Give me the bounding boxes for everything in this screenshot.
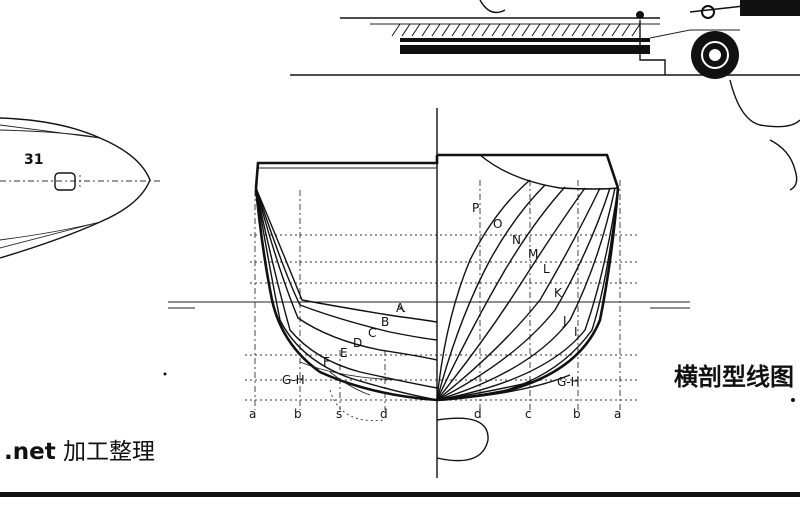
waterline-label-e: E: [340, 346, 348, 360]
station-label-j: J: [562, 314, 567, 328]
buttock-label-right-b: b: [573, 407, 581, 421]
station-label-i: I: [574, 325, 578, 339]
buttock-label-left-d: d: [380, 407, 388, 421]
buttock-label-right-c: c: [525, 407, 532, 421]
right-half-sections: [436, 153, 620, 402]
waterline-label-c: C: [368, 326, 376, 340]
frame-31-section: 31: [0, 117, 160, 259]
station-label-m: M: [528, 247, 538, 261]
buttock-label-right-d: d: [474, 407, 482, 421]
buttock-label-right-a: a: [614, 407, 621, 421]
buttock-labels: a b s d d c b a: [249, 407, 621, 421]
drawing-caption: 横剖型线图: [674, 363, 794, 391]
waterline-label-gh: G-H: [282, 373, 305, 387]
waterline-label-b: B: [381, 315, 389, 329]
waterline-label-gh-right: G-H: [557, 375, 580, 389]
buttock-label-left-a: a: [249, 407, 256, 421]
station-label-p: P: [472, 201, 479, 215]
station-label-l: L: [543, 262, 550, 276]
buttock-label-left-s: s: [336, 407, 342, 421]
waterline-label-d: D: [353, 336, 362, 350]
credit-line: .net 加工整理: [4, 432, 155, 466]
station-label-n: N: [512, 233, 521, 247]
right-station-labels: P O N M L K J I G-H: [472, 201, 580, 389]
credit-text: 加工整理: [63, 439, 156, 465]
left-waterline-labels: G-H F E D C B: [282, 315, 389, 387]
waterline-label-f: F: [323, 355, 330, 369]
credit-domain: .net: [4, 439, 56, 465]
bottom-rule: [0, 492, 800, 497]
deck-hatching: [391, 23, 641, 37]
buttock-label-left-b: b: [294, 407, 302, 421]
frame-number-label: 31: [24, 152, 43, 168]
left-half-sections: A: [254, 155, 489, 462]
waterline-label-a: A: [396, 301, 405, 315]
station-label-o: O: [493, 217, 502, 231]
station-label-k: K: [554, 286, 563, 300]
top-hull-fragment: [290, 0, 800, 191]
